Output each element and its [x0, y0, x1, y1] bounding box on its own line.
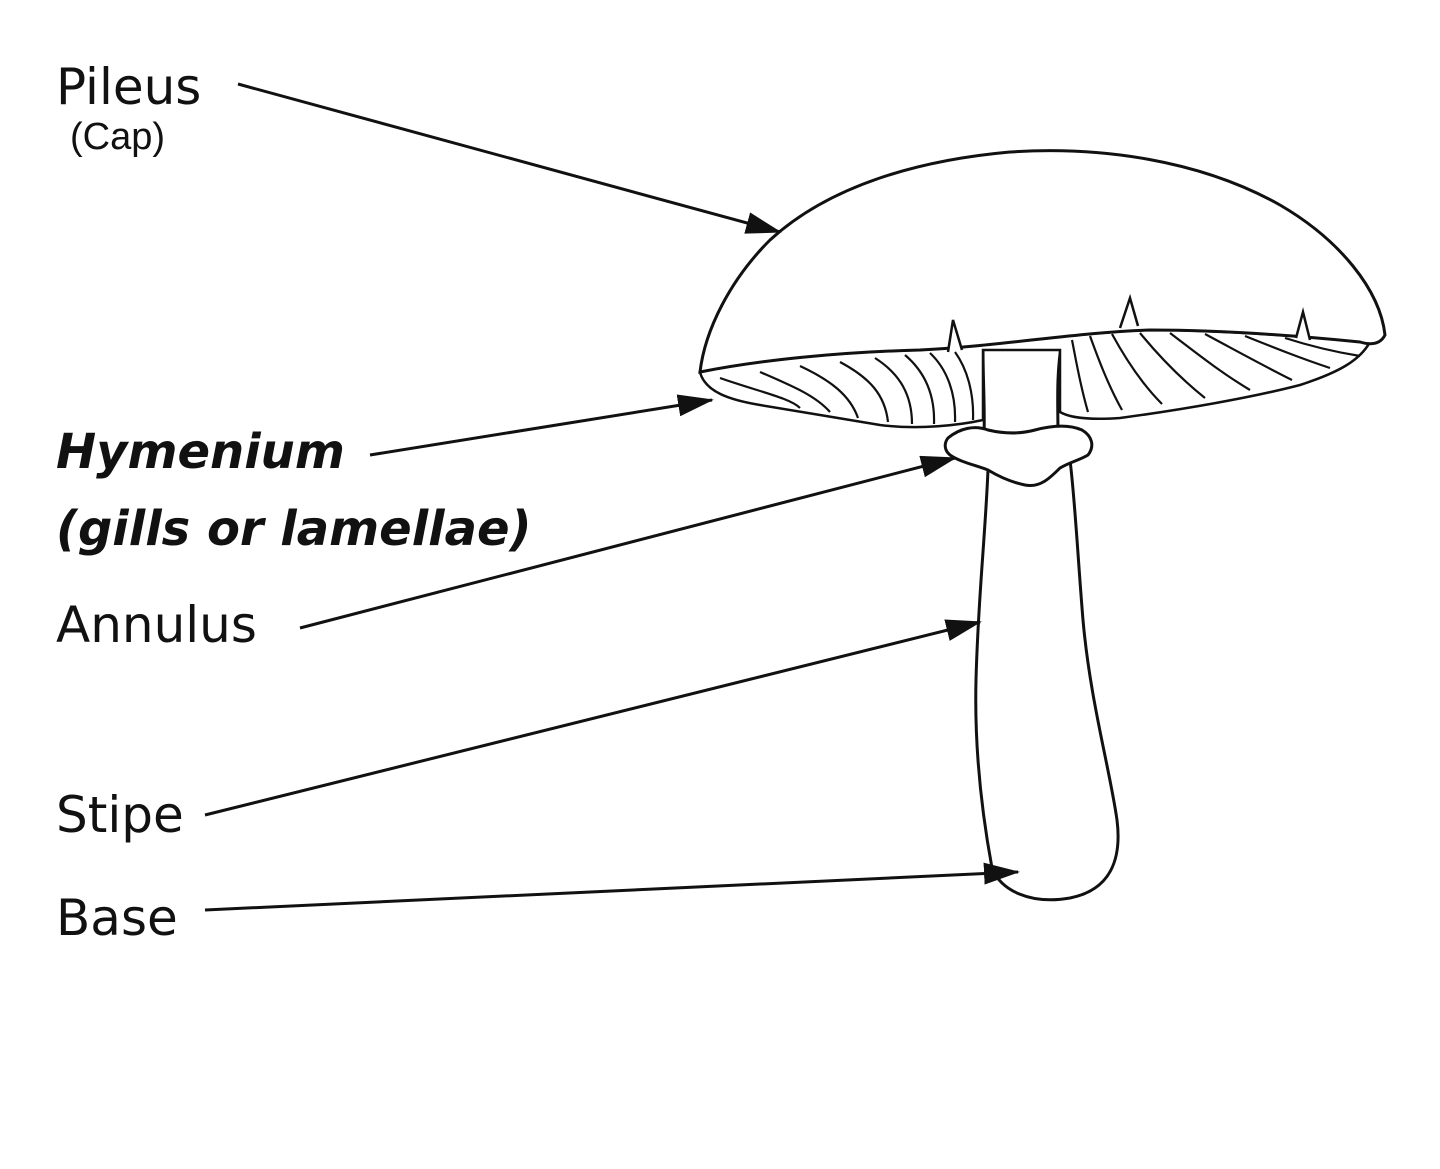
hymenium-label: Hymenium: [56, 424, 345, 480]
veil-remnants: [946, 293, 1312, 353]
stipe-arrow: [204, 619, 982, 817]
annulus-shape: [943, 424, 1094, 488]
pointer-arrows: [204, 82, 1020, 912]
stipe-label: Stipe: [56, 786, 184, 844]
hymenium-arrow: [369, 394, 714, 457]
stipe-shape: [974, 459, 1120, 902]
gill-lines-right: [1070, 332, 1361, 413]
base-label: Base: [56, 889, 178, 947]
cap-shape: [698, 149, 1387, 374]
upper-stipe-shape: [981, 339, 1064, 437]
gill-lines-left: [719, 351, 975, 425]
pileus-label: Pileus: [56, 58, 202, 116]
pileus-sub-label: (Cap): [70, 116, 166, 158]
annulus-arrow: [299, 455, 957, 630]
annulus-label: Annulus: [56, 596, 257, 654]
pileus-arrow: [237, 82, 782, 234]
base-arrow: [204, 862, 1020, 912]
hymenium-sub-label: (gills or lamellae): [56, 501, 532, 557]
